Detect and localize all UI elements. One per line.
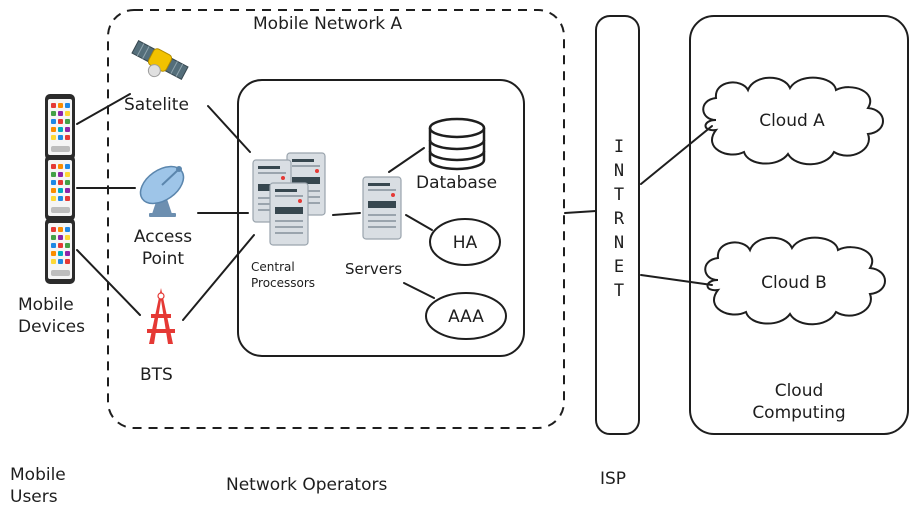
cloud-b-label: Cloud B	[761, 273, 827, 293]
cloud-a-shape	[702, 76, 884, 166]
cloud-b-shape	[704, 236, 886, 326]
servers-label: Servers	[345, 260, 403, 278]
isp-letter: R	[614, 209, 625, 229]
connections	[76, 93, 713, 321]
link-servers-aaa	[403, 282, 435, 299]
mobile-devices-label: Mobile Devices	[18, 295, 85, 338]
satellite-icon	[131, 39, 189, 81]
isp-letter: T	[614, 281, 624, 301]
link-servers-ha	[405, 214, 433, 231]
link-servers-database	[388, 147, 425, 173]
satelite-label: Satelite	[124, 95, 189, 115]
link-phone3-bts	[76, 249, 141, 316]
ha-node	[429, 218, 501, 266]
link-phone1-satelite	[76, 93, 131, 125]
ha-label: HA	[453, 233, 478, 253]
isp-letter: N	[614, 233, 624, 253]
aaa-node	[425, 292, 507, 340]
bts-label: BTS	[140, 365, 173, 385]
core-network-box	[237, 79, 525, 357]
mobile-network-a-boundary	[107, 9, 565, 429]
isp-letter: I	[614, 137, 624, 157]
servers-icon	[362, 176, 402, 240]
cloud-a-label: Cloud A	[759, 111, 825, 131]
central-processors-icon	[252, 152, 326, 246]
isp-letter: T	[614, 185, 624, 205]
mobile-phone-icon	[45, 94, 75, 160]
access-point-label: Access Point	[133, 227, 193, 270]
mobile-phone-icon	[45, 155, 75, 221]
isp-box	[595, 15, 640, 435]
network-operators-caption: Network Operators	[226, 475, 388, 495]
cloud-computing-box	[689, 15, 909, 435]
database-icon	[428, 117, 486, 171]
radio-tower-icon	[147, 288, 175, 344]
link-isp-cloud-a	[640, 125, 713, 185]
isp-caption: ISP	[600, 469, 627, 489]
cloud-computing-caption: Cloud Computing	[752, 381, 846, 424]
link-bts-central	[182, 234, 255, 321]
aaa-label: AAA	[448, 307, 484, 327]
link-isp-cloud-b	[640, 274, 713, 286]
mobile-phone-icon	[45, 218, 75, 284]
satellite-dish-icon	[139, 165, 185, 217]
central-processors-label: Central Processors	[251, 260, 316, 291]
link-satelite-central	[207, 105, 251, 153]
network-a-title: Mobile Network A	[253, 14, 403, 34]
isp-letter: N	[614, 161, 624, 181]
link-central-servers	[332, 212, 361, 216]
link-network-isp	[564, 210, 597, 214]
isp-letter: E	[614, 257, 624, 277]
mobile-users-caption: Mobile Users	[10, 465, 66, 508]
database-label: Database	[416, 173, 498, 193]
